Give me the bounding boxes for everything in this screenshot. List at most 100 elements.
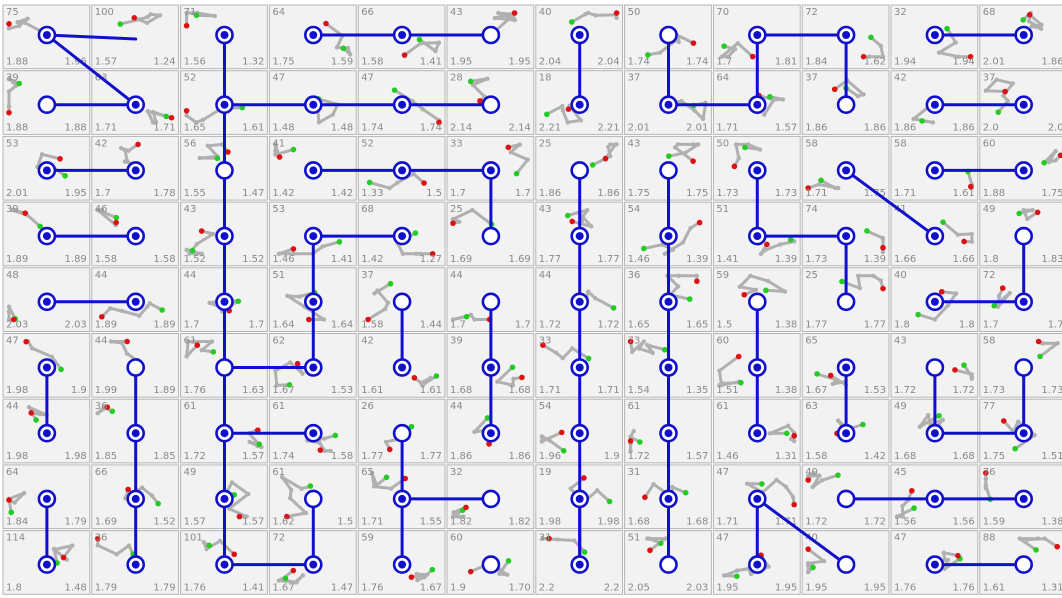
cell-left-value: 1.7 xyxy=(716,57,732,68)
cell-count-label: 43 xyxy=(628,138,641,149)
start-marker xyxy=(1037,353,1043,360)
trajectory-point xyxy=(641,339,647,344)
cell-count-label: 31 xyxy=(539,533,552,544)
double-ring-node xyxy=(747,489,767,509)
trajectory-point xyxy=(145,109,150,114)
start-marker xyxy=(637,439,643,445)
cell-count-label: 114 xyxy=(6,533,25,544)
trajectory-point xyxy=(200,117,206,123)
end-marker xyxy=(967,183,974,190)
cell-count-label: 43 xyxy=(450,7,463,18)
trajectory-point xyxy=(608,154,613,159)
trajectory-point xyxy=(387,185,392,191)
node-inner-dot xyxy=(575,363,584,372)
cell-right-value: 1.65 xyxy=(686,320,708,331)
end-marker xyxy=(690,158,696,164)
cell-count-label: 18 xyxy=(539,73,552,84)
trajectory-point xyxy=(157,13,163,18)
cell-left-value: 1.52 xyxy=(184,254,206,265)
trajectory-point xyxy=(932,317,938,322)
double-ring-node xyxy=(392,95,412,114)
trajectory-point xyxy=(628,448,633,454)
end-marker xyxy=(565,106,572,112)
cell-left-value: 1.99 xyxy=(95,385,117,396)
cell-right-value: 1.55 xyxy=(420,517,442,528)
cell-count-label: 65 xyxy=(361,467,374,478)
trajectory-point xyxy=(139,485,145,490)
start-marker xyxy=(33,417,39,423)
trajectory-point xyxy=(450,317,456,322)
node-inner-dot xyxy=(753,31,762,39)
trajectory-point xyxy=(880,249,886,255)
cell-left-value: 1.71 xyxy=(539,385,561,396)
end-marker xyxy=(183,22,190,29)
trajectory-point xyxy=(1001,93,1006,98)
end-marker xyxy=(827,372,834,379)
cell-count-label: 51 xyxy=(272,270,285,281)
double-ring-node xyxy=(1014,292,1034,312)
cell-count-label: 60 xyxy=(716,336,729,347)
start-marker xyxy=(463,313,470,320)
trajectory-point xyxy=(424,572,430,577)
trajectory-point xyxy=(6,309,12,314)
end-marker xyxy=(57,155,63,162)
trajectory-point xyxy=(692,108,697,113)
cell-left-value: 2.2 xyxy=(539,582,555,593)
node-outer-ring xyxy=(481,226,501,246)
start-marker xyxy=(58,366,64,373)
trajectory-point xyxy=(276,251,282,256)
start-marker xyxy=(835,472,841,478)
node-inner-dot xyxy=(42,429,51,438)
cell-count-label: 36 xyxy=(95,533,108,544)
node-inner-dot xyxy=(309,166,318,175)
trajectory-point xyxy=(651,482,656,487)
trajectory-point xyxy=(565,120,570,125)
open-ring-node xyxy=(481,292,501,312)
trajectory-point xyxy=(95,410,101,416)
trajectory-point xyxy=(1030,207,1035,213)
double-ring-node xyxy=(303,292,323,312)
double-ring-node xyxy=(659,226,678,246)
cell-count-label: 54 xyxy=(628,204,641,215)
cell-count-label: 62 xyxy=(272,336,285,347)
cell-left-value: 1.76 xyxy=(361,582,383,593)
end-marker xyxy=(60,554,67,561)
start-marker xyxy=(189,247,196,254)
trajectory-point xyxy=(911,116,916,122)
start-marker xyxy=(564,212,571,219)
trajectory-point xyxy=(1053,158,1058,163)
trajectory-point xyxy=(593,13,599,18)
trajectory-point xyxy=(771,97,776,103)
trajectory-point xyxy=(400,251,406,256)
start-marker xyxy=(1033,547,1039,553)
cell-right-value: 1.70 xyxy=(509,582,531,593)
double-ring-node xyxy=(925,292,945,312)
cell-count-label: 44 xyxy=(95,336,108,347)
end-marker xyxy=(805,546,811,552)
cell-left-value: 1.71 xyxy=(894,188,916,199)
trajectory-point xyxy=(955,232,960,237)
node-inner-dot xyxy=(486,429,495,438)
double-ring-node xyxy=(836,226,856,246)
trajectory-point xyxy=(108,339,114,344)
end-marker xyxy=(463,504,469,511)
end-marker xyxy=(735,353,742,360)
cell-count-label: 58 xyxy=(805,138,818,149)
cell-left-value: 1.73 xyxy=(716,188,738,199)
double-ring-node xyxy=(303,226,323,246)
cell-count-label: 53 xyxy=(6,138,19,149)
cell-right-value: 1.39 xyxy=(864,254,886,265)
cell-count-label: 31 xyxy=(628,467,641,478)
trajectory-point xyxy=(199,251,205,256)
trajectory-trace xyxy=(1018,537,1059,552)
node-inner-dot xyxy=(664,363,673,372)
end-marker xyxy=(402,475,409,482)
trajectory-point xyxy=(762,248,768,253)
cell-left-value: 2.21 xyxy=(539,122,561,133)
trajectory-point xyxy=(6,26,12,31)
cell-left-value: 1.8 xyxy=(6,582,22,593)
start-marker xyxy=(734,573,740,580)
end-marker xyxy=(961,238,967,245)
trajectory-point xyxy=(560,103,565,109)
cell-left-value: 1.75 xyxy=(983,451,1005,462)
